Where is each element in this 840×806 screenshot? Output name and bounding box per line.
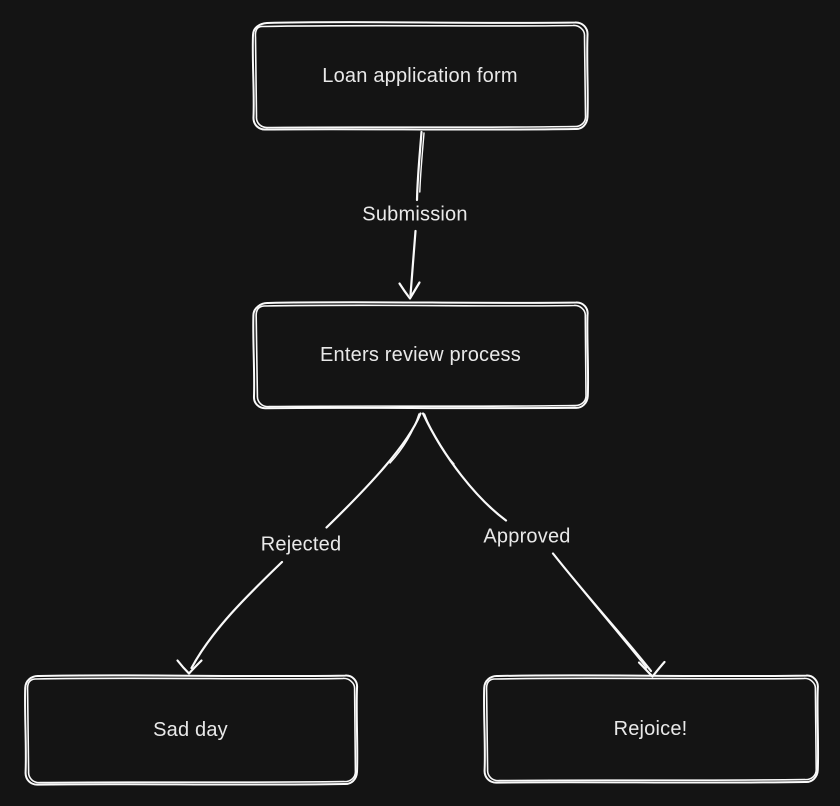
edge-line-upper	[325, 412, 422, 529]
box-outline-path	[483, 674, 820, 784]
node-loan-application-form[interactable]: Loan application form	[252, 22, 588, 130]
box-outline-path	[251, 21, 589, 131]
edge-approved[interactable]	[421, 412, 666, 678]
box-outline-path	[252, 301, 590, 410]
edge-label-submission[interactable]: Submission	[357, 202, 473, 228]
edge-line-sketch	[419, 132, 425, 193]
edge-label-rejected[interactable]: Rejected	[255, 532, 347, 558]
edge-line-upper	[415, 130, 423, 202]
node-label: Enters review process	[320, 343, 521, 366]
node-sad-day[interactable]: Sad day	[24, 675, 357, 785]
box-sketch-path	[485, 677, 818, 782]
edge-line-sketch	[389, 413, 420, 464]
edge-rejected[interactable]	[176, 412, 422, 675]
edge-line-lower	[409, 229, 417, 297]
box-sketch-path	[26, 677, 357, 784]
node-enters-review-process-outline[interactable]	[252, 301, 590, 410]
node-rejoice[interactable]: Rejoice!	[483, 675, 818, 783]
edge-line-sketch	[423, 413, 455, 465]
arrowhead-icon	[637, 660, 666, 678]
node-enters-review-process[interactable]: Enters review process	[253, 302, 588, 408]
edge-line-upper	[421, 412, 508, 522]
box-sketch-path	[254, 24, 587, 129]
node-label: Rejoice!	[613, 717, 688, 740]
edge-submission[interactable]	[398, 130, 425, 300]
node-loan-application-form-outline[interactable]	[251, 21, 589, 131]
node-rejoice-outline[interactable]	[483, 674, 820, 784]
box-sketch-path	[255, 304, 587, 408]
edge-label-approved[interactable]: Approved	[478, 524, 576, 550]
arrowhead-icon	[176, 659, 203, 675]
edge-line-lower-sketch	[553, 554, 648, 669]
box-outline-path	[24, 674, 359, 786]
node-label: Loan application form	[322, 64, 518, 87]
node-sad-day-outline[interactable]	[24, 674, 359, 786]
node-label: Sad day	[153, 718, 228, 741]
edge-line-lower	[190, 560, 284, 670]
arrowhead-icon	[398, 281, 421, 300]
